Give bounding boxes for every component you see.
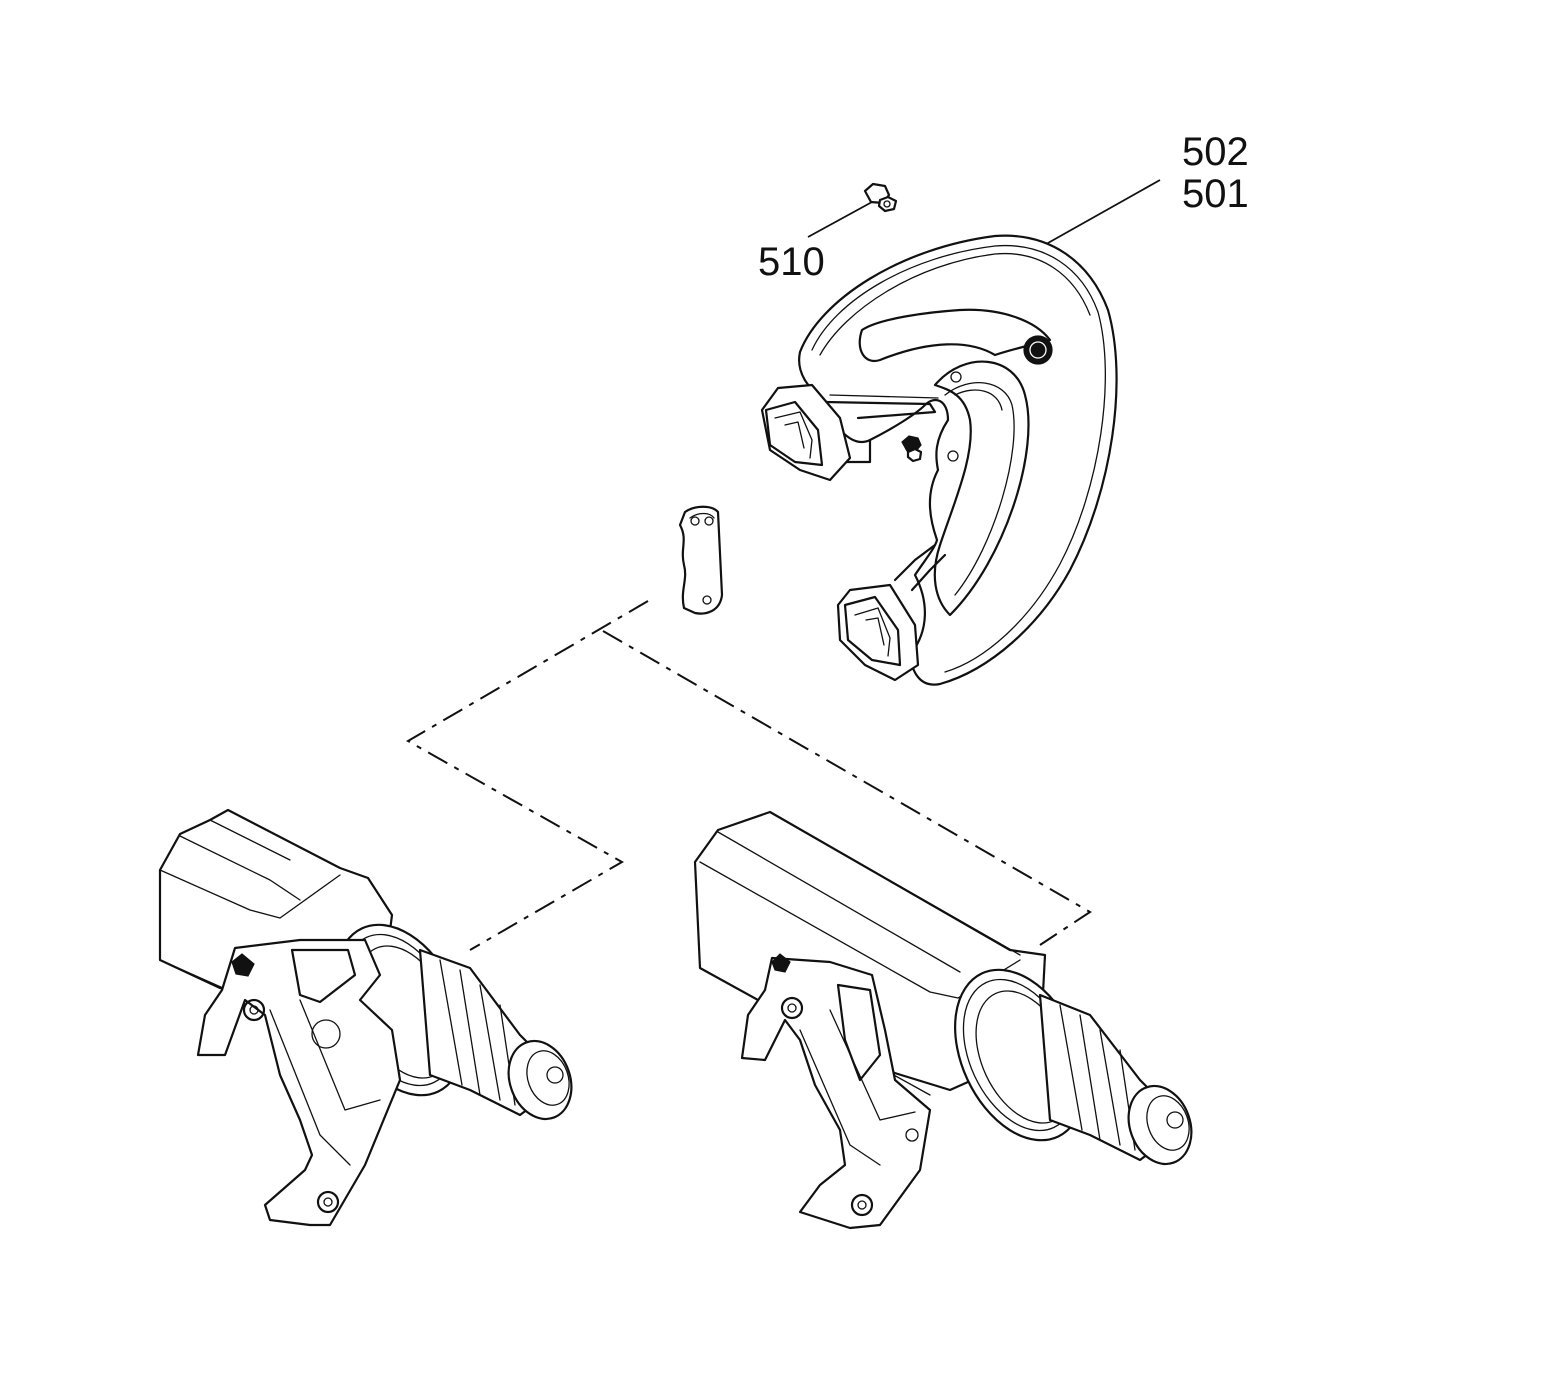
leader-line-502-501 <box>1031 179 1161 253</box>
motor-assembly-right <box>693 810 1193 1230</box>
callout-label-502: 502 <box>1182 130 1249 174</box>
blade-guard-502-501 <box>760 234 1118 686</box>
motor-assembly-left <box>158 808 573 1227</box>
mounting-plate <box>678 505 724 615</box>
leader-line-510 <box>807 201 873 238</box>
callout-label-510: 510 <box>758 240 825 284</box>
screw-510 <box>863 182 898 213</box>
assembly-lines <box>405 600 1092 951</box>
callout-label-501: 501 <box>1182 172 1249 216</box>
